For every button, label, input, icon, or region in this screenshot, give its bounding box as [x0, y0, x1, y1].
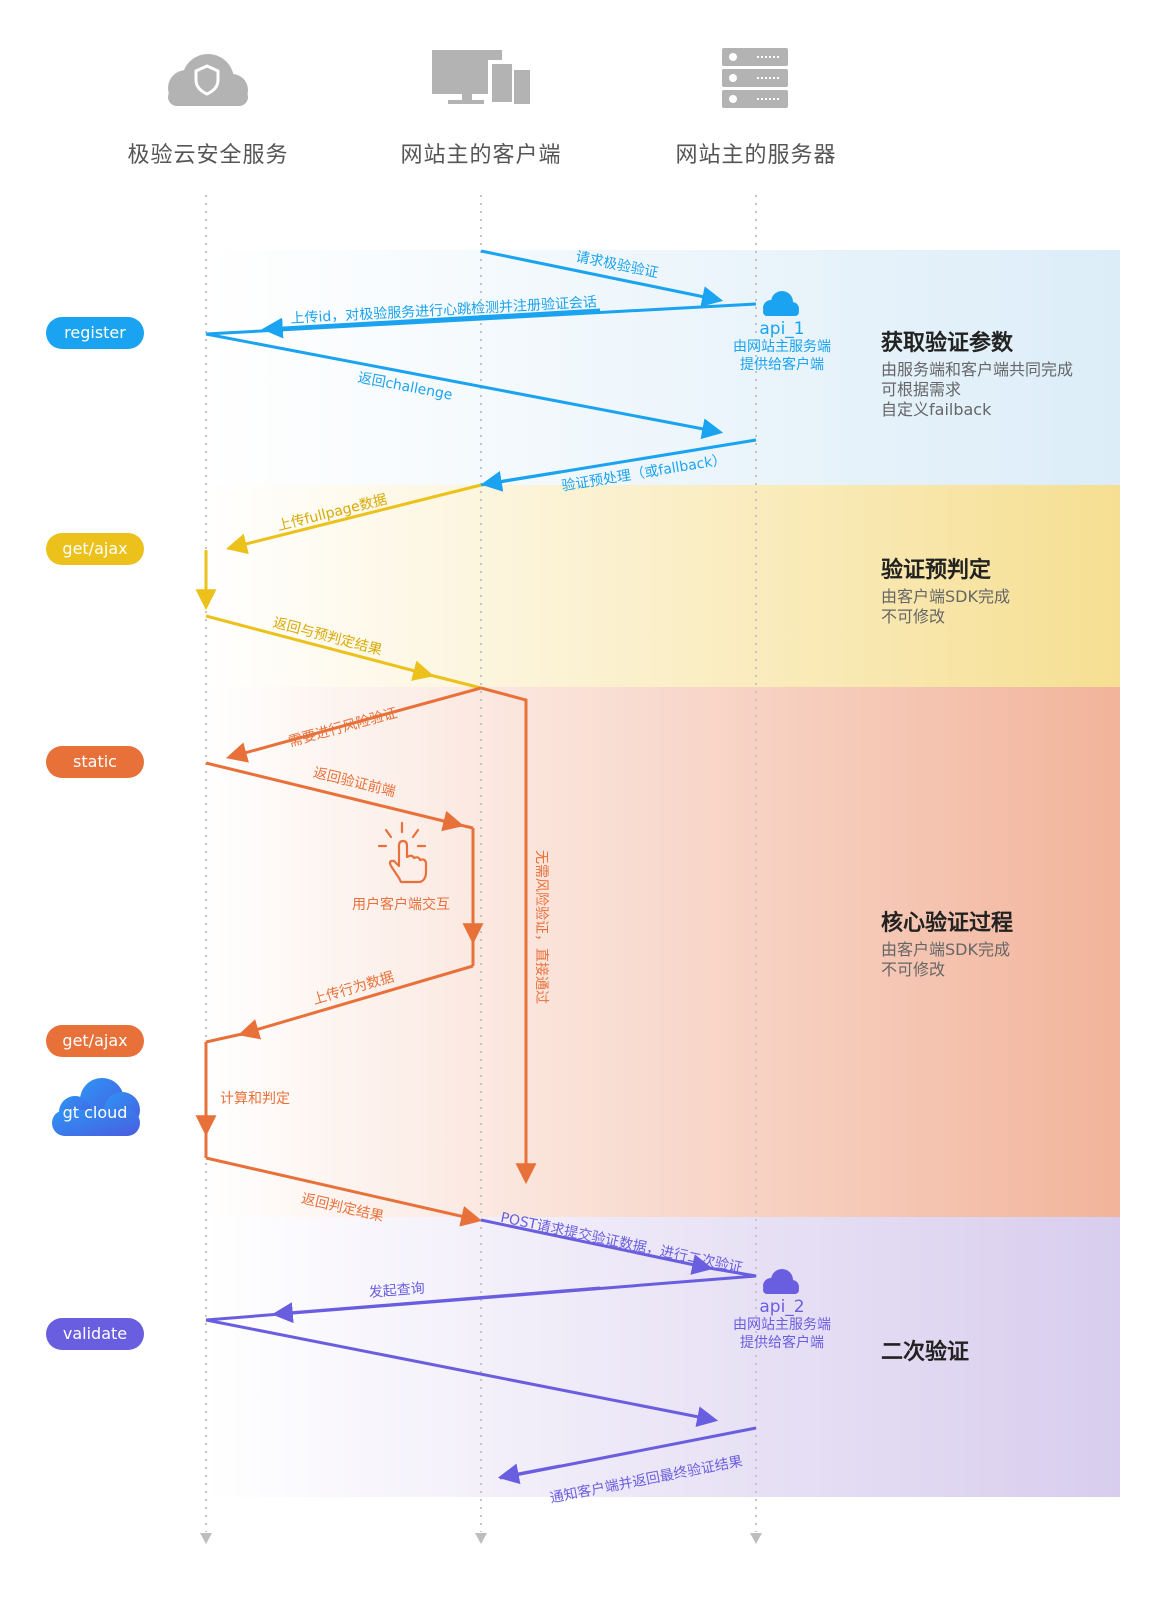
lifeline-end-arrow — [475, 1533, 487, 1544]
arrow-upload-fullpage — [225, 483, 482, 555]
frontend-segment — [459, 823, 474, 830]
pill-validate: validate — [46, 1318, 144, 1350]
phase-band-secondary — [205, 1217, 1120, 1497]
phase-title-core: 核心验证过程 — [881, 911, 1014, 936]
pill-gt-cloud: gt cloud — [62, 1103, 128, 1122]
api-1-desc-line1: 由网站主服务端 — [733, 339, 831, 355]
phase-desc-line: 不可修改 — [881, 960, 946, 979]
phase-desc-line: 由服务端和客户端共同完成 — [881, 360, 1074, 379]
gt-cloud-icon — [52, 1078, 140, 1136]
api-2-desc-line2: 提供给客户端 — [740, 1335, 824, 1351]
flow-prejudge — [195, 483, 482, 690]
pill-static: static — [46, 746, 144, 778]
arrow-return-challenge — [205, 332, 724, 440]
arrow-need-risk — [225, 686, 482, 763]
arrow-no-risk-direct — [480, 686, 537, 1185]
devices-icon — [432, 50, 530, 106]
arrow-request-geetest — [480, 249, 724, 307]
arrow-notify — [497, 1463, 561, 1485]
pill-register: register — [46, 317, 144, 349]
pill-get-ajax-core: get/ajax — [46, 1025, 144, 1057]
arrow-query — [271, 1286, 601, 1324]
behavior-segment — [205, 1032, 243, 1044]
pointer-hand-icon — [377, 821, 428, 884]
lifeline-end-arrow — [200, 1533, 212, 1544]
arrow-return-judgment — [205, 1156, 483, 1227]
phase-desc-params: 由服务端和客户端共同完成 可根据需求 自定义failback — [881, 360, 1073, 420]
api-1-cloud-icon — [763, 291, 799, 316]
msg-no-risk-direct: 无需风险验证，直接通过 — [533, 850, 549, 1004]
arrow-prejudge-end — [429, 673, 482, 690]
api-2-cloud-icon — [763, 1269, 799, 1294]
flow-core — [195, 686, 537, 1227]
phase-desc-line: 由客户端SDK完成 — [881, 587, 1010, 606]
arrow-preprocess — [480, 470, 561, 492]
msg-compute: 计算和判定 — [220, 1091, 290, 1107]
column-title-server: 网站主的服务器 — [675, 143, 837, 168]
phase-title-prejudge: 验证预判定 — [881, 558, 992, 583]
arrow-return-prejudge — [205, 614, 435, 681]
column-title-client: 网站主的客户端 — [400, 143, 562, 168]
lifeline-end-arrow — [750, 1533, 762, 1544]
arrow-register-line — [205, 302, 757, 336]
flow-register — [205, 249, 757, 492]
phase-desc-prejudge: 由客户端SDK完成 不可修改 — [881, 587, 1010, 627]
flow-secondary — [205, 1218, 757, 1485]
shield-cloud-icon — [168, 54, 248, 106]
api-1-desc-line2: 提供给客户端 — [740, 357, 824, 373]
column-title-geetest: 极验云安全服务 — [127, 143, 289, 168]
server-rack-icon — [722, 48, 788, 108]
api-2-label: api_2 由网站主服务端 提供给客户端 — [712, 1298, 852, 1352]
phase-desc-line: 自定义failback — [881, 400, 992, 419]
arrow-upload-id — [261, 308, 601, 339]
arrow-validate-return — [205, 1318, 719, 1428]
api-1-name: api_1 — [759, 319, 805, 339]
phase-band-core — [205, 687, 1120, 1217]
phase-desc-core: 由客户端SDK完成 不可修改 — [881, 940, 1010, 980]
msg-user-interaction: 用户客户端交互 — [352, 897, 450, 913]
pill-get-ajax-prejudge: get/ajax — [46, 533, 144, 565]
phase-desc-line: 可根据需求 — [881, 380, 962, 399]
arrow-return-frontend — [205, 761, 465, 832]
arrow-post-submit — [480, 1218, 714, 1275]
api-2-name: api_2 — [759, 1297, 805, 1317]
phase-title-params: 获取验证参数 — [881, 331, 1014, 356]
phase-desc-line: 由客户端SDK完成 — [881, 940, 1010, 959]
phase-band-prejudge — [205, 485, 1120, 687]
post-segment — [708, 1266, 757, 1278]
arrow-upload-behavior — [237, 964, 474, 1040]
phase-title-secondary: 二次验证 — [881, 1340, 970, 1365]
phase-desc-line: 不可修改 — [881, 607, 946, 626]
api-1-label: api_1 由网站主服务端 提供给客户端 — [712, 320, 852, 374]
api-2-desc-line1: 由网站主服务端 — [733, 1317, 831, 1333]
